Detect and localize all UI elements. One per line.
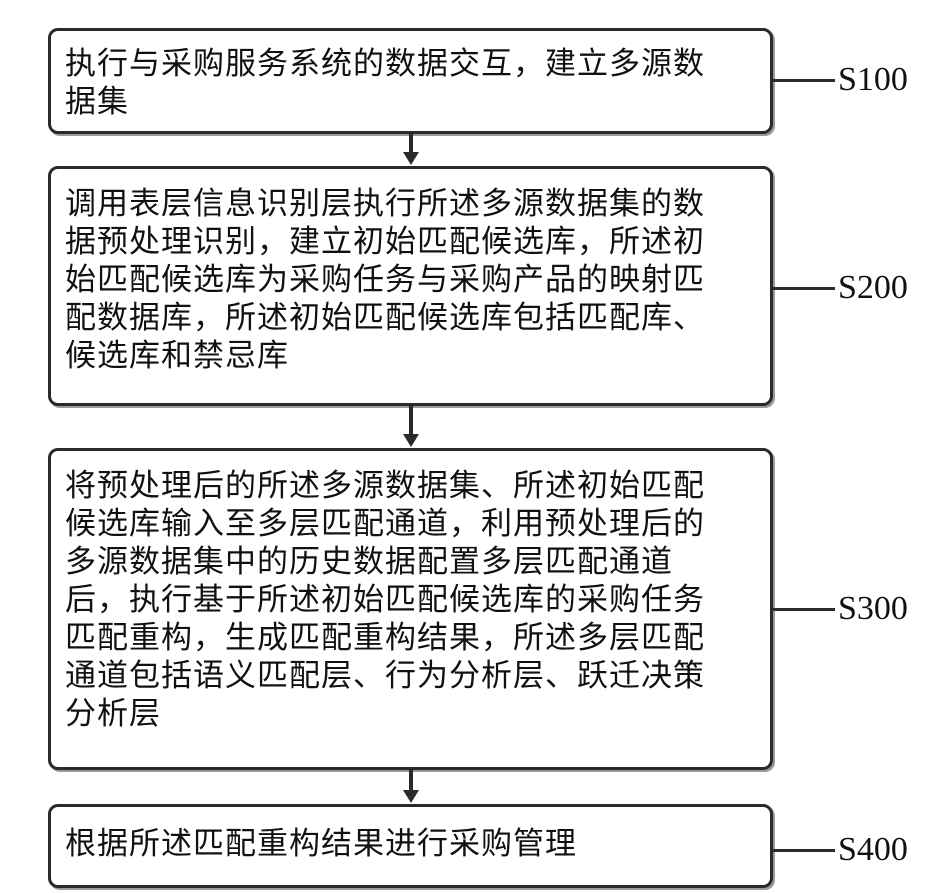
flow-arrow-2 <box>400 406 422 448</box>
step-box-s400: 根据所述匹配重构结果进行采购管理 <box>48 804 773 888</box>
step-id-s100: S100 <box>838 60 908 100</box>
step-text-s200: 调用表层信息识别层执行所述多源数据集的数 据预处理识别，建立初始匹配候选库，所述… <box>65 185 760 375</box>
leader-line-s400 <box>773 849 835 852</box>
step-text-s400: 根据所述匹配重构结果进行采购管理 <box>65 825 760 863</box>
flow-arrow-1 <box>400 134 422 166</box>
step-text-s100: 执行与采购服务系统的数据交互，建立多源数 据集 <box>65 45 760 121</box>
step-box-s100: 执行与采购服务系统的数据交互，建立多源数 据集 <box>48 28 773 134</box>
leader-line-s100 <box>773 79 835 82</box>
step-box-s200: 调用表层信息识别层执行所述多源数据集的数 据预处理识别，建立初始匹配候选库，所述… <box>48 166 773 406</box>
step-box-s300: 将预处理后的所述多源数据集、所述初始匹配 候选库输入至多层匹配通道，利用预处理后… <box>48 448 773 770</box>
step-text-s300: 将预处理后的所述多源数据集、所述初始匹配 候选库输入至多层匹配通道，利用预处理后… <box>65 467 760 733</box>
step-id-s400: S400 <box>838 830 908 870</box>
step-id-s200: S200 <box>838 268 908 308</box>
flow-arrow-3 <box>400 770 422 804</box>
leader-line-s200 <box>773 287 835 290</box>
leader-line-s300 <box>773 608 835 611</box>
step-id-s300: S300 <box>838 589 908 629</box>
